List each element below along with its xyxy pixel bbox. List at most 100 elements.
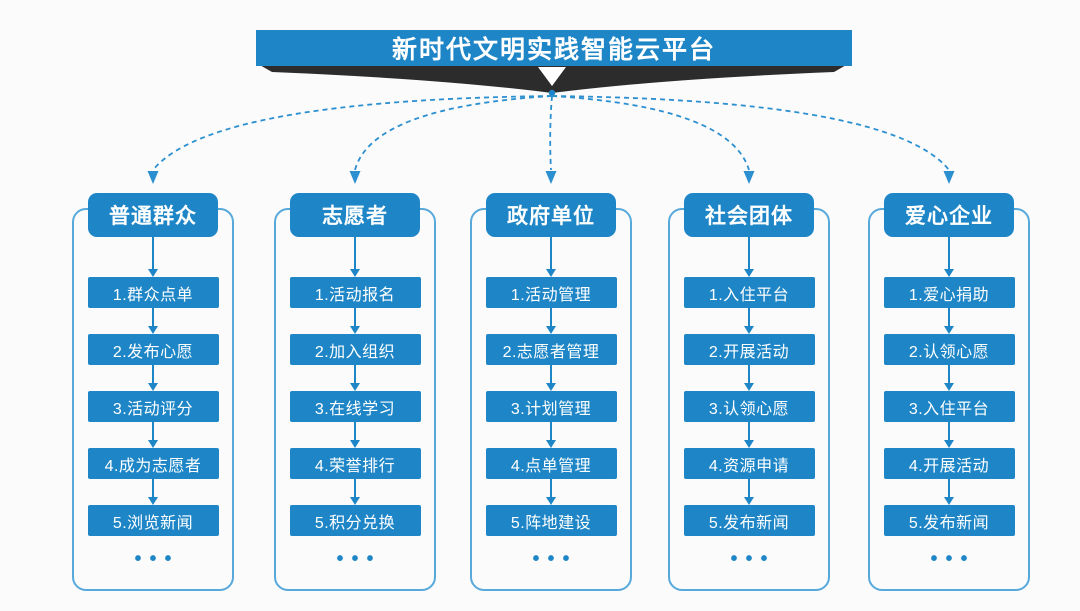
arrow-line — [549, 422, 553, 440]
down-arrow — [546, 365, 556, 391]
down-arrow — [148, 365, 158, 391]
down-arrow — [148, 308, 158, 334]
arrow-head-icon — [350, 383, 360, 391]
down-arrow — [350, 365, 360, 391]
arrow-line — [947, 479, 951, 497]
arrow-head-icon — [148, 497, 158, 505]
fan-arrowhead-5 — [943, 171, 955, 184]
down-arrow — [350, 479, 360, 505]
arrow-line — [353, 308, 357, 326]
flow-step: 5.发布新闻 — [683, 505, 815, 536]
down-arrow — [944, 365, 954, 391]
arrow-head-icon — [350, 440, 360, 448]
down-arrow — [744, 479, 754, 505]
down-arrow — [350, 237, 360, 277]
arrow-head-icon — [350, 497, 360, 505]
arrow-head-icon — [148, 326, 158, 334]
down-arrow — [744, 237, 754, 277]
arrow-line — [549, 479, 553, 497]
flow-step: 2.加入组织 — [289, 334, 421, 365]
flow-step: 5.浏览新闻 — [87, 505, 219, 536]
fan-arrowhead-4 — [743, 171, 755, 184]
fan-arrow-line-3 — [549, 95, 553, 171]
flow-step: 3.活动评分 — [87, 391, 219, 422]
column-volunteers: 志愿者 1.活动报名 2.加入组织 3.在线学习 4.荣誉排行 5.积分兑换 •… — [274, 193, 436, 591]
column-body: 1.活动管理 2.志愿者管理 3.计划管理 4.点单管理 5.阵地建设 ••• — [472, 237, 630, 569]
flow-step: 3.入住平台 — [883, 391, 1015, 422]
down-arrow — [744, 365, 754, 391]
fan-arrowhead-1 — [147, 171, 159, 184]
down-arrow — [944, 308, 954, 334]
column-header: 普通群众 — [88, 193, 218, 237]
arrow-head-icon — [944, 269, 954, 277]
down-arrow — [148, 422, 158, 448]
column-general-public: 普通群众 1.群众点单 2.发布心愿 3.活动评分 4.成为志愿者 5.浏览新闻… — [72, 193, 234, 591]
arrow-line — [747, 479, 751, 497]
flow-step: 4.荣誉排行 — [289, 448, 421, 479]
arrow-line — [747, 422, 751, 440]
down-arrow — [350, 308, 360, 334]
arrow-line — [549, 237, 553, 269]
flow-step: 2.开展活动 — [683, 334, 815, 365]
flow-step: 3.认领心愿 — [683, 391, 815, 422]
fan-arrowhead-3 — [545, 171, 557, 184]
fan-arrow-line-1 — [152, 95, 553, 171]
arrow-line — [353, 365, 357, 383]
arrow-line — [353, 479, 357, 497]
arrow-head-icon — [350, 269, 360, 277]
flow-step: 5.发布新闻 — [883, 505, 1015, 536]
flow-step: 3.计划管理 — [485, 391, 617, 422]
column-body: 1.入住平台 2.开展活动 3.认领心愿 4.资源申请 5.发布新闻 ••• — [670, 237, 828, 569]
arrow-line — [549, 365, 553, 383]
fan-arrowhead-2 — [349, 171, 361, 184]
arrow-head-icon — [944, 326, 954, 334]
flow-step: 4.开展活动 — [883, 448, 1015, 479]
down-arrow — [744, 422, 754, 448]
banner-down-arrow-icon — [538, 67, 566, 86]
arrow-line — [151, 237, 155, 269]
flow-step: 3.在线学习 — [289, 391, 421, 422]
fan-arrow-line-2 — [354, 95, 553, 171]
down-arrow — [944, 479, 954, 505]
arrow-line — [151, 365, 155, 383]
arrow-head-icon — [744, 383, 754, 391]
flow-step: 1.活动报名 — [289, 277, 421, 308]
flow-step: 1.活动管理 — [485, 277, 617, 308]
column-body: 1.爱心捐助 2.认领心愿 3.入住平台 4.开展活动 5.发布新闻 ••• — [870, 237, 1028, 569]
arrow-head-icon — [944, 440, 954, 448]
down-arrow — [744, 308, 754, 334]
down-arrow — [148, 479, 158, 505]
arrow-head-icon — [744, 326, 754, 334]
arrow-line — [747, 308, 751, 326]
more-dots: ••• — [730, 548, 776, 570]
arrow-line — [947, 365, 951, 383]
column-body: 1.活动报名 2.加入组织 3.在线学习 4.荣誉排行 5.积分兑换 ••• — [276, 237, 434, 569]
arrow-head-icon — [744, 440, 754, 448]
arrow-line — [549, 308, 553, 326]
down-arrow — [944, 422, 954, 448]
more-dots: ••• — [134, 548, 180, 570]
flow-step: 1.爱心捐助 — [883, 277, 1015, 308]
column-caring-enterprises: 爱心企业 1.爱心捐助 2.认领心愿 3.入住平台 4.开展活动 5.发布新闻 … — [868, 193, 1030, 591]
flow-step: 1.入住平台 — [683, 277, 815, 308]
flow-step: 2.发布心愿 — [87, 334, 219, 365]
flow-step: 5.积分兑换 — [289, 505, 421, 536]
down-arrow — [350, 422, 360, 448]
more-dots: ••• — [532, 548, 578, 570]
arrow-head-icon — [546, 326, 556, 334]
arrow-head-icon — [148, 269, 158, 277]
flow-step: 4.成为志愿者 — [87, 448, 219, 479]
fan-arrow-line-5 — [551, 95, 950, 171]
down-arrow — [546, 237, 556, 277]
arrow-head-icon — [546, 383, 556, 391]
flow-step: 4.点单管理 — [485, 448, 617, 479]
arrow-line — [947, 422, 951, 440]
arrow-line — [151, 422, 155, 440]
arrow-line — [747, 365, 751, 383]
more-dots: ••• — [930, 548, 976, 570]
column-header: 社会团体 — [684, 193, 814, 237]
column-header: 政府单位 — [486, 193, 616, 237]
arrow-head-icon — [546, 440, 556, 448]
banner-shadow-shape — [258, 64, 848, 93]
